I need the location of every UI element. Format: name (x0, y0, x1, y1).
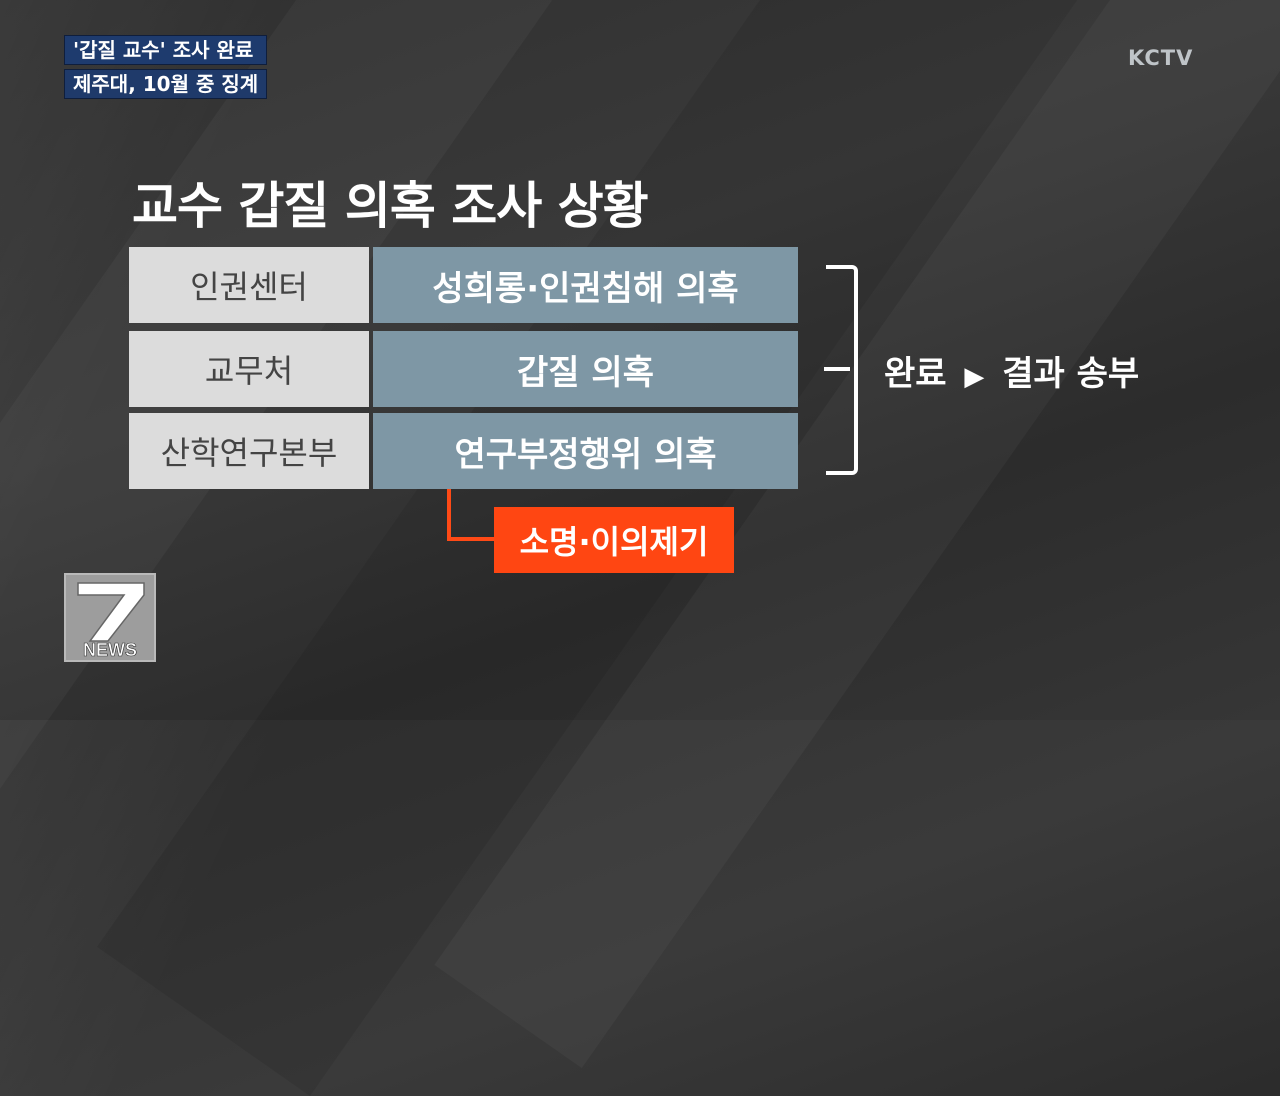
allegation-label: 성희롱·인권침해 의혹 (373, 247, 798, 323)
connector-line (447, 489, 451, 541)
caption-line-2: 제주대, 10월 중 징계 (64, 69, 268, 99)
org-label: 산학연구본부 (129, 413, 369, 489)
news-7-logo: NEWS (64, 573, 156, 662)
bracket-tick (824, 367, 850, 371)
objection-badge: 소명·이의제기 (494, 507, 734, 573)
allegation-label: 갑질 의혹 (373, 331, 798, 407)
connector-line (447, 537, 495, 541)
page-title: 교수 갑질 의혹 조사 상황 (132, 177, 649, 235)
bracket-icon (826, 265, 858, 475)
play-arrow-icon: ▶ (964, 362, 985, 392)
news-logo-label: NEWS (83, 640, 137, 660)
result-text: 완료 ▶ 결과 송부 (884, 346, 1139, 395)
news-caption: '갑질 교수' 조사 완료 제주대, 10월 중 징계 (64, 35, 268, 103)
org-label: 교무처 (129, 331, 369, 407)
result-action: 결과 송부 (1002, 354, 1140, 394)
result-status: 완료 (884, 354, 947, 394)
broadcaster-logo: KCTV (1128, 46, 1194, 70)
allegation-label: 연구부정행위 의혹 (373, 413, 798, 489)
org-label: 인권센터 (129, 247, 369, 323)
caption-line-1: '갑질 교수' 조사 완료 (64, 35, 268, 65)
